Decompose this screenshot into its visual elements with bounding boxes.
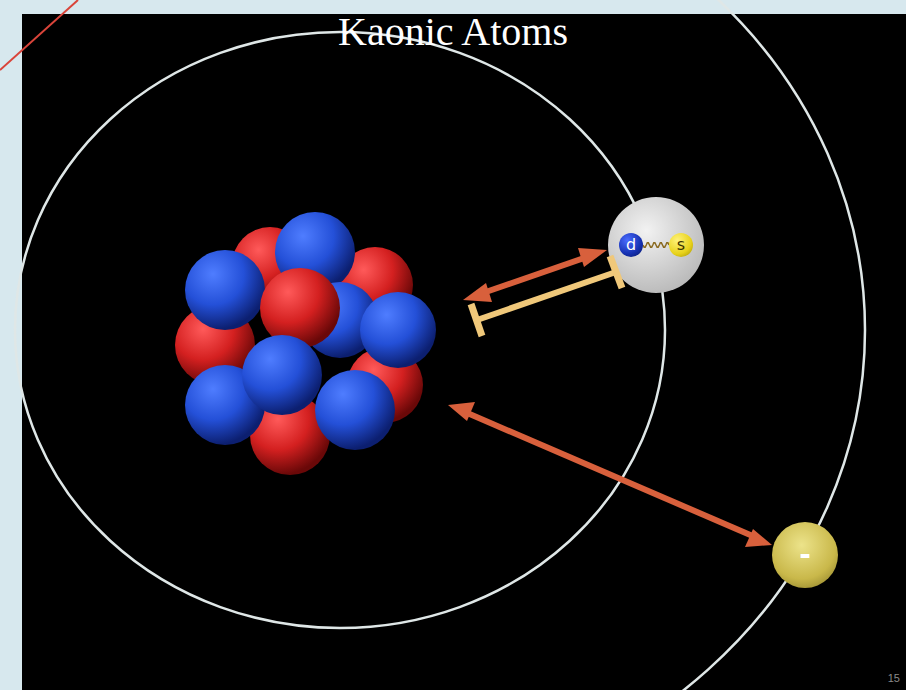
page-number: 15: [888, 673, 900, 684]
quark-ball: d: [619, 233, 643, 257]
particle-label: -: [799, 541, 811, 569]
slide-title: Kaonic Atoms: [0, 8, 906, 55]
electron-ball: -: [772, 522, 838, 588]
nucleus: [175, 212, 436, 475]
interaction-arrows: [448, 248, 772, 547]
particle-label: s: [677, 237, 685, 253]
gluon-wavy-line: [643, 243, 669, 247]
kaon-circle: [608, 197, 704, 293]
antiquark-ball: s: [669, 233, 693, 257]
particle-label: d: [626, 237, 636, 253]
